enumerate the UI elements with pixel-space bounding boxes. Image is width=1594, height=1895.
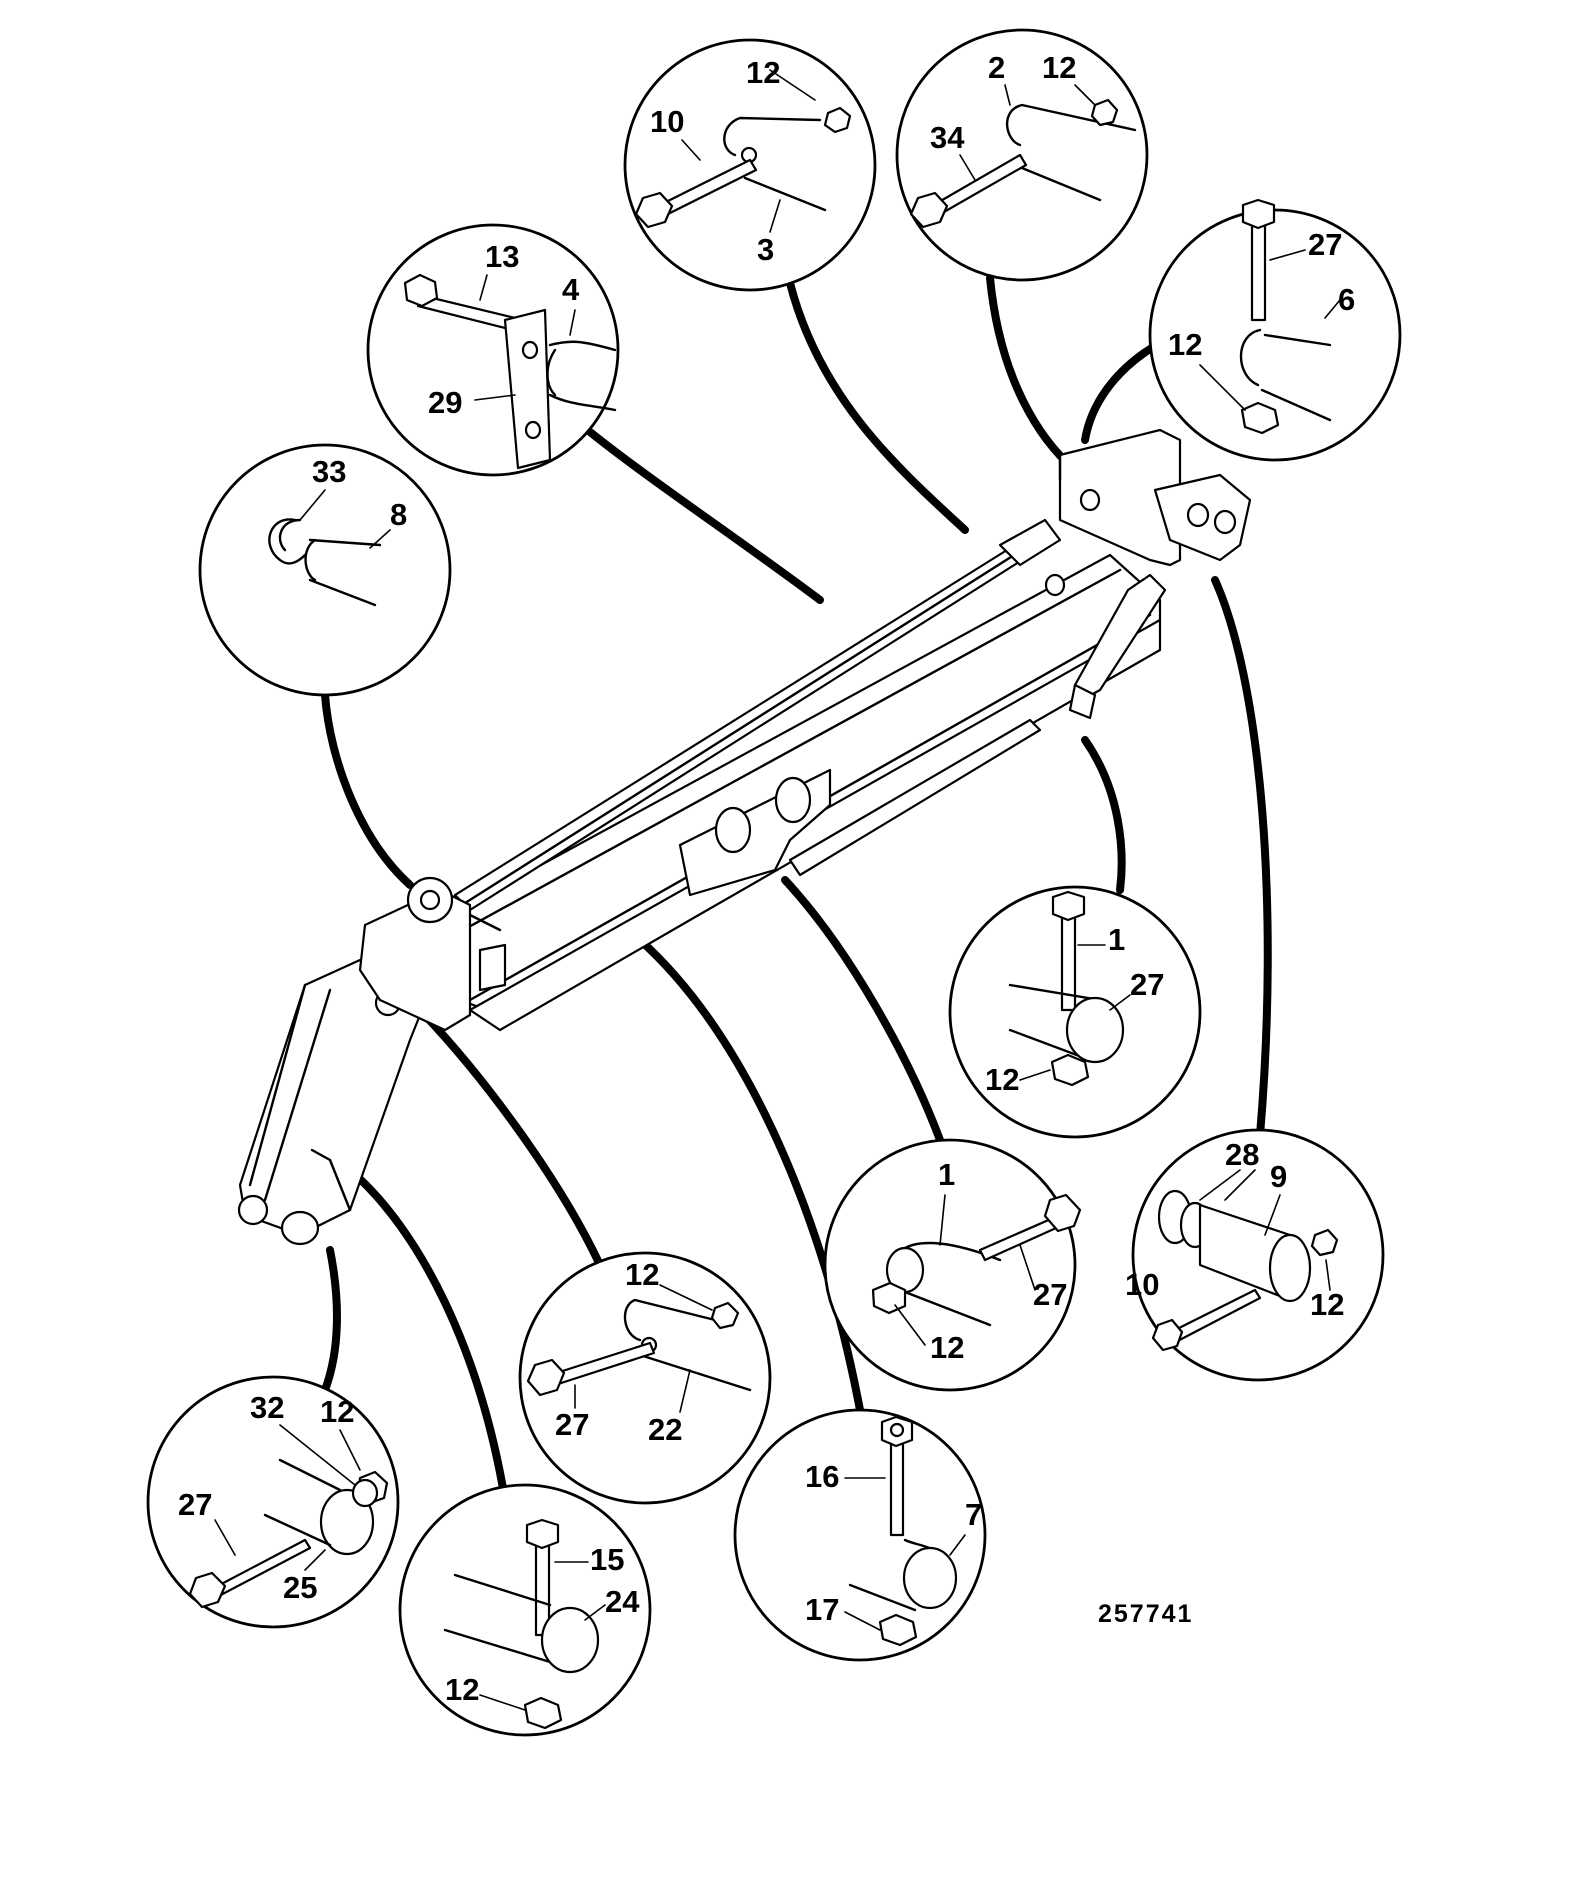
label-12: 12	[320, 1394, 354, 1429]
label-4: 4	[562, 272, 580, 307]
boom-assembly	[237, 428, 1252, 1246]
label-27: 27	[1308, 227, 1342, 262]
label-8: 8	[390, 497, 407, 532]
label-12: 12	[746, 55, 780, 90]
label-27: 27	[1130, 967, 1164, 1002]
label-12: 12	[1310, 1287, 1344, 1322]
label-2: 2	[988, 50, 1005, 85]
callout-1-27a: 1 27 12	[948, 885, 1202, 1139]
callout-2-34: 2 12 34	[895, 28, 1149, 282]
label-12: 12	[985, 1062, 1019, 1097]
label-17: 17	[805, 1592, 839, 1627]
label-12: 12	[1042, 50, 1076, 85]
label-27: 27	[178, 1487, 212, 1522]
label-12: 12	[1168, 327, 1202, 362]
label-16: 16	[805, 1459, 839, 1494]
label-13: 13	[485, 239, 519, 274]
label-34: 34	[930, 120, 965, 155]
label-28: 28	[1225, 1137, 1259, 1172]
callout-33-8: 33 8	[198, 443, 452, 697]
label-27: 27	[555, 1407, 589, 1442]
label-12: 12	[445, 1672, 479, 1707]
callout-16-7: 16 7 17	[733, 1408, 987, 1662]
callout-1-27b: 1 27 12	[823, 1138, 1082, 1392]
label-1: 1	[938, 1157, 955, 1192]
callout-labels: 12 10 3	[650, 55, 780, 267]
label-33: 33	[312, 454, 346, 489]
label-1: 1	[1108, 922, 1125, 957]
label-27: 27	[1033, 1277, 1067, 1312]
label-10: 10	[1125, 1267, 1159, 1302]
callout-28-9: 28 9 10 12	[1125, 1128, 1385, 1382]
label-24: 24	[605, 1584, 640, 1619]
label-3: 3	[757, 232, 774, 267]
callout-15-24: 15 24 12	[398, 1483, 652, 1737]
label-12: 12	[930, 1330, 964, 1365]
callout-13-4: 13 4 29	[366, 223, 620, 477]
callout-32-25: 32 12 27 25	[146, 1375, 400, 1629]
label-29: 29	[428, 385, 462, 420]
drawing-reference-number: 257741	[1098, 1600, 1193, 1628]
label-12: 12	[625, 1257, 659, 1292]
label-7: 7	[965, 1497, 982, 1532]
callout-27-6: 27 6 12	[1148, 198, 1402, 462]
label-32: 32	[250, 1390, 284, 1425]
label-6: 6	[1338, 282, 1355, 317]
label-10: 10	[650, 104, 684, 139]
callout-10-3: 12 10 3	[623, 38, 877, 292]
label-9: 9	[1270, 1159, 1287, 1194]
label-22: 22	[648, 1412, 682, 1447]
callout-12-22: 12 27 22	[518, 1251, 772, 1505]
label-15: 15	[590, 1542, 624, 1577]
label-25: 25	[283, 1570, 317, 1605]
